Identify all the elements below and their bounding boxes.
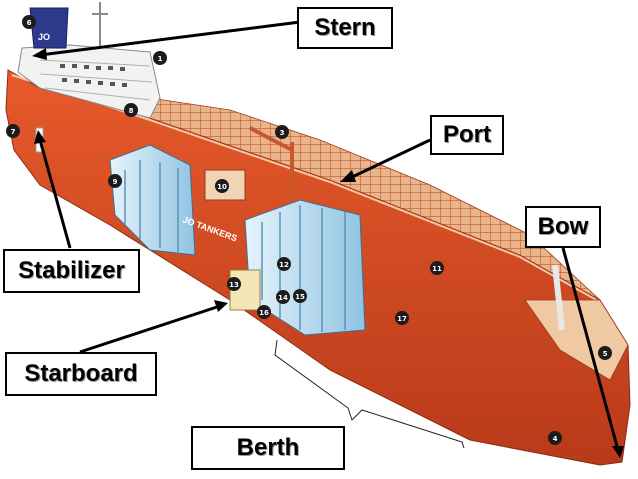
arrowhead-stabilizer xyxy=(34,130,46,144)
svg-text:9: 9 xyxy=(113,178,118,186)
callout-11: 11 xyxy=(430,261,444,275)
arrow-starboard xyxy=(79,304,221,354)
svg-text:3: 3 xyxy=(280,129,285,137)
arrowhead-bow xyxy=(612,446,624,458)
callout-12: 12 xyxy=(277,257,291,271)
svg-text:15: 15 xyxy=(295,293,305,301)
callout-16: 16 xyxy=(257,305,271,319)
svg-text:7: 7 xyxy=(11,128,16,136)
callout-10: 10 xyxy=(215,179,229,193)
mast xyxy=(92,2,108,48)
callout-7: 7 xyxy=(6,124,20,138)
arrow-heads xyxy=(32,48,624,458)
arrowhead-stern xyxy=(32,48,47,60)
tank-aft-frames xyxy=(124,160,179,252)
svg-text:12: 12 xyxy=(279,261,289,269)
callout-17: 17 xyxy=(395,311,409,325)
berth-bracket xyxy=(274,339,465,449)
pointer-arrows xyxy=(38,20,620,451)
arrow-bow xyxy=(561,247,620,451)
arrow-port xyxy=(349,138,431,180)
svg-text:5: 5 xyxy=(603,350,608,358)
callout-9: 9 xyxy=(108,174,122,188)
forecastle-deck xyxy=(524,299,629,381)
callout-3: 3 xyxy=(275,125,289,139)
arrow-stern xyxy=(39,20,301,57)
label-berth: Berth xyxy=(191,426,345,470)
callout-8: 8 xyxy=(124,103,138,117)
svg-text:10: 10 xyxy=(217,183,227,191)
superstructure-windows xyxy=(60,64,127,87)
label-bow: Bow xyxy=(525,206,601,248)
cutaway-tank-aft xyxy=(109,144,196,256)
callout-15: 15 xyxy=(293,289,307,303)
svg-text:13: 13 xyxy=(229,281,239,289)
funnel xyxy=(29,7,69,49)
label-stern: Stern xyxy=(297,7,393,49)
callout-4: 4 xyxy=(548,431,562,445)
svg-text:1: 1 xyxy=(158,55,163,63)
callout-1: 1 xyxy=(153,51,167,65)
svg-text:4: 4 xyxy=(553,435,558,443)
svg-text:16: 16 xyxy=(259,309,269,317)
label-stabilizer: Stabilizer xyxy=(3,249,140,293)
numbered-callouts: 1 3 4 5 6 7 8 9 10 11 12 13 14 15 16 17 xyxy=(6,15,612,445)
callout-14: 14 xyxy=(276,290,290,304)
svg-text:14: 14 xyxy=(278,294,288,302)
label-port: Port xyxy=(430,115,504,155)
arrowhead-starboard xyxy=(214,300,228,312)
main-deck xyxy=(149,97,601,301)
svg-text:17: 17 xyxy=(397,315,407,323)
deck-crane xyxy=(249,126,294,200)
svg-text:8: 8 xyxy=(129,107,134,115)
arrow-stabilizer xyxy=(38,139,72,249)
callout-6: 6 xyxy=(22,15,36,29)
svg-text:6: 6 xyxy=(27,19,32,27)
funnel-logo: JO xyxy=(38,32,50,42)
arrowhead-port xyxy=(340,170,356,182)
svg-text:11: 11 xyxy=(432,265,442,273)
callout-5: 5 xyxy=(598,346,612,360)
superstructure-decks xyxy=(39,59,153,101)
fore-mast xyxy=(552,264,565,331)
label-starboard: Starboard xyxy=(5,352,157,396)
callout-13: 13 xyxy=(227,277,241,291)
